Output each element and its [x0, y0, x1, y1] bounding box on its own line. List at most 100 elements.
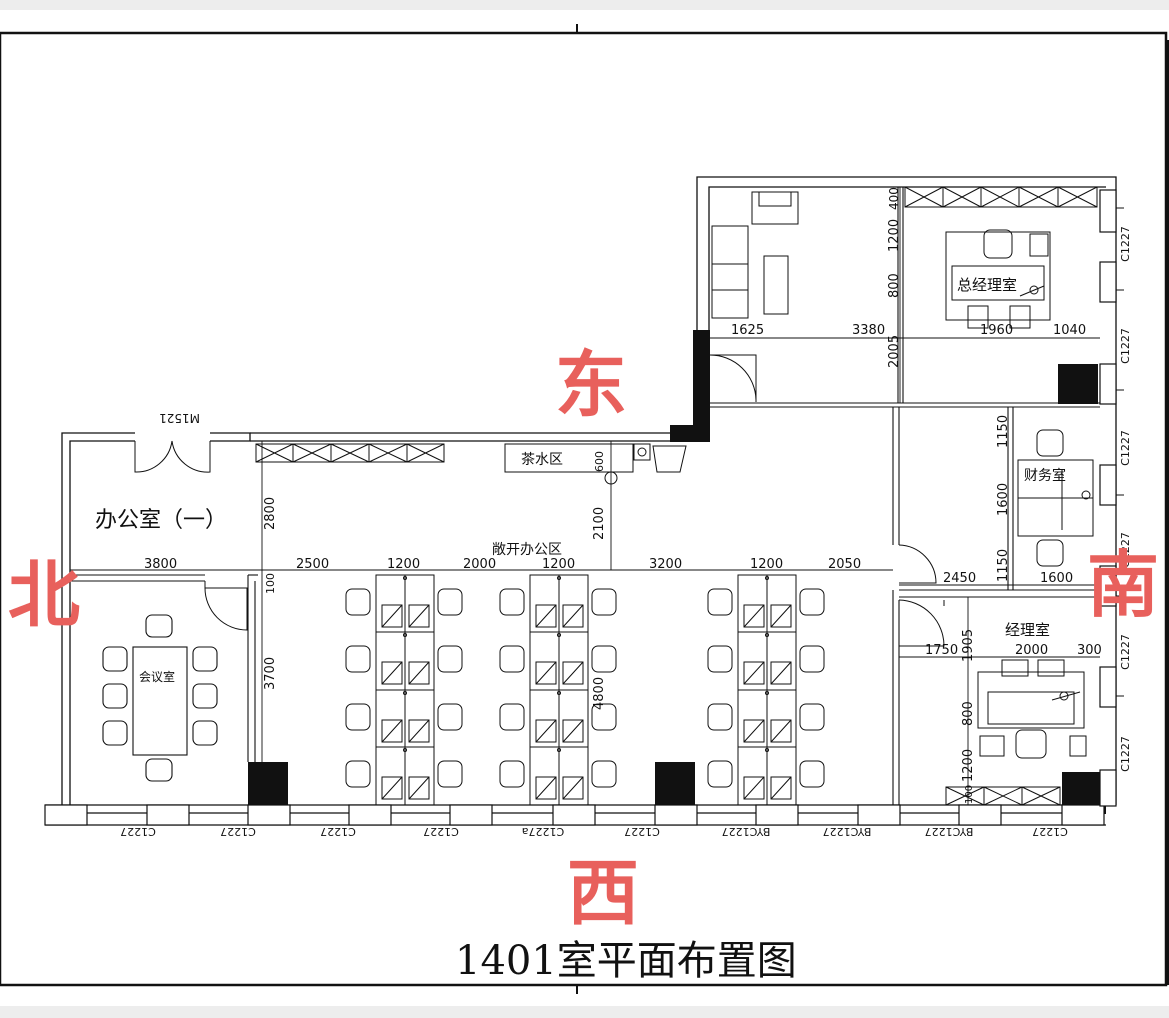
dim-1200-b: 1200 — [542, 557, 575, 572]
dim-2000: 2000 — [463, 557, 496, 572]
dim-1200-va: 1200 — [887, 219, 902, 252]
desk-pedestal-x — [535, 661, 557, 685]
window-label-right: C1227 — [1119, 226, 1132, 262]
window-label: BYC1227 — [823, 825, 872, 838]
desk-node — [557, 576, 561, 580]
dim-1600-h: 1600 — [1040, 571, 1073, 586]
office-chair — [707, 645, 733, 673]
office-chair — [437, 645, 463, 673]
right-windows — [1099, 189, 1117, 807]
dim-3800: 3800 — [144, 557, 177, 572]
dim-1960: 1960 — [980, 323, 1013, 338]
dim-1200-vb: 1200 — [961, 749, 976, 782]
doors — [134, 354, 945, 647]
desk-node — [403, 576, 407, 580]
dim-300: 300 — [1077, 643, 1102, 658]
desk-pedestal — [381, 719, 403, 743]
desk-pedestal — [535, 776, 557, 800]
office-chair — [799, 588, 825, 616]
right-window-ticks — [1116, 207, 1124, 697]
desk-pedestal-x — [408, 604, 430, 628]
desk-pedestal-x — [408, 776, 430, 800]
desk-node — [765, 633, 769, 637]
dim-2000-m: 2000 — [1015, 643, 1048, 658]
dimension-text-vertical: 2800 100 3700 2100 600 4800 400 1200 800… — [263, 187, 1011, 804]
desk-pedestal-x — [381, 604, 403, 628]
desk-pedestal — [535, 604, 557, 628]
desk-pedestal — [535, 661, 557, 685]
room-label-office-one: 办公室（一） — [95, 508, 227, 533]
desk-node — [403, 748, 407, 752]
office-chair — [437, 760, 463, 788]
office-chair — [707, 588, 733, 616]
dim-2800: 2800 — [263, 497, 278, 530]
desk-pedestal-x — [743, 604, 765, 628]
window-label: C1227 — [220, 825, 256, 838]
dimension-text-horizontal: 3800 2500 1200 2000 1200 3200 1200 2050 … — [144, 323, 1102, 658]
dim-2450: 2450 — [943, 571, 976, 586]
desk-pedestal-x — [770, 776, 792, 800]
desk-pedestal — [562, 604, 584, 628]
desk-pedestal — [770, 719, 792, 743]
office-chair — [499, 645, 525, 673]
desk-pedestal-x — [381, 719, 403, 743]
room-label-manager: 经理室 — [1005, 621, 1050, 639]
compass-east: 东 — [555, 343, 627, 427]
desk-node — [765, 748, 769, 752]
desk-pedestal — [770, 661, 792, 685]
office-chair — [591, 703, 617, 731]
dim-3200: 3200 — [649, 557, 682, 572]
desk-pedestal — [770, 604, 792, 628]
desk-node — [557, 691, 561, 695]
room-label-finance: 财务室 — [1024, 467, 1066, 484]
bottom-windows — [44, 804, 1105, 826]
desk-pedestal-x — [535, 719, 557, 743]
desk-pedestal-x — [743, 719, 765, 743]
dim-2005: 2005 — [887, 335, 902, 368]
workstations — [345, 574, 825, 806]
desk-pedestal-x — [408, 661, 430, 685]
desk-pedestal — [743, 661, 765, 685]
office-chair — [345, 760, 371, 788]
room-label-tea: 茶水区 — [521, 452, 563, 468]
gm-furniture — [711, 191, 1051, 329]
office-chair — [591, 588, 617, 616]
office-chair — [499, 760, 525, 788]
dim-1600-v: 1600 — [996, 483, 1011, 516]
dim-800-vb: 800 — [961, 701, 976, 726]
desk-node — [557, 748, 561, 752]
storage-cabinets — [255, 186, 1098, 806]
window-label: C1227 — [624, 825, 660, 838]
dim-600: 600 — [593, 451, 606, 472]
dim-1040: 1040 — [1053, 323, 1086, 338]
room-label-meeting: 会议室 — [139, 669, 175, 684]
desk-pedestal-x — [562, 719, 584, 743]
window-label: BYC1227 — [722, 825, 771, 838]
compass-west: 西 — [567, 851, 639, 935]
desk-pedestal — [381, 661, 403, 685]
interior-walls — [70, 187, 1100, 805]
dim-100: 100 — [264, 573, 277, 594]
dim-1150-b: 1150 — [996, 549, 1011, 582]
desk-pedestal — [408, 604, 430, 628]
desk-pedestal — [381, 776, 403, 800]
dim-1200-a: 1200 — [387, 557, 420, 572]
office-chair — [799, 703, 825, 731]
window-label: C1227a — [522, 825, 564, 838]
window-label-right: C1227 — [1119, 430, 1132, 466]
office-chair — [707, 703, 733, 731]
dim-1750: 1750 — [925, 643, 958, 658]
dim-3380: 3380 — [852, 323, 885, 338]
finance-furniture — [1017, 429, 1094, 567]
desk-pedestal-x — [562, 604, 584, 628]
dim-400: 400 — [887, 187, 901, 210]
desk-pedestal-x — [381, 661, 403, 685]
office-chair — [499, 703, 525, 731]
dim-4800: 4800 — [592, 677, 607, 710]
desk-node — [765, 576, 769, 580]
office-chair — [345, 645, 371, 673]
door-label-m1521: M1521 — [159, 411, 200, 425]
